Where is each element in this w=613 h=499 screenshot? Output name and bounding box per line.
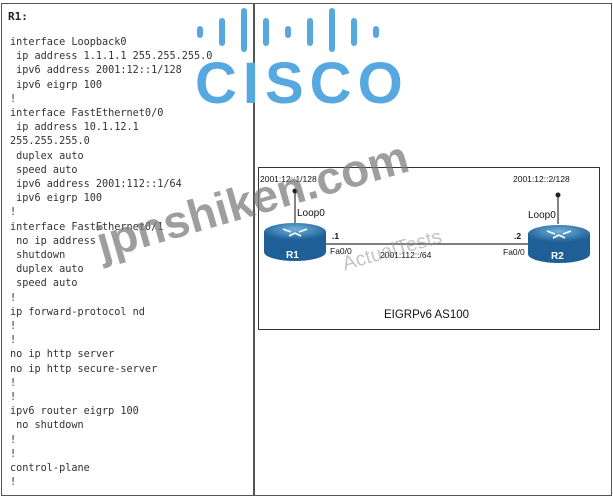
r2-router-icon (528, 225, 590, 263)
r1-interface-label: Fa0/0 (330, 246, 352, 256)
r1-loopback-address: 2001:12::1/128 (260, 174, 317, 184)
config-line: ! (10, 93, 17, 105)
config-line: ! (10, 434, 17, 446)
config-title: R1: (8, 10, 28, 23)
config-line: no ip http server (10, 349, 115, 361)
cisco-logo-text: CISCO (195, 51, 409, 116)
config-line: control-plane (10, 463, 90, 475)
config-line: ip forward-protocol nd (10, 306, 145, 318)
config-line: ipv6 address 2001:112::1/64 (10, 179, 182, 191)
config-line: ip address 1.1.1.1 255.255.255.0 (10, 51, 213, 63)
config-line: ip address 10.1.12.1 (10, 122, 139, 134)
r2-loopback-dot (555, 192, 561, 198)
config-line: ! (10, 292, 17, 304)
config-line: ipv6 eigrp 100 (10, 79, 103, 91)
r2-interface-label: Fa0/0 (503, 247, 525, 257)
config-line: ! (10, 207, 17, 219)
r2-router-label: R2 (551, 251, 564, 262)
r1-loopback-dot (292, 188, 298, 194)
config-panel: R1: interface Loopback0 ip address 1.1.1… (1, 3, 254, 496)
r2-loopback-label: Loop0 (528, 210, 556, 221)
config-line: shutdown (10, 250, 66, 262)
r2-loopback-address: 2001:12::2/128 (513, 174, 570, 184)
config-listing: interface Loopback0 ip address 1.1.1.1 2… (10, 36, 212, 491)
config-line: duplex auto (10, 264, 84, 276)
config-line: speed auto (10, 278, 78, 290)
r1-router-label: R1 (286, 250, 299, 261)
config-line: no ip address (10, 235, 96, 247)
config-line: ! (10, 377, 17, 389)
cisco-logo: CISCO (195, 6, 405, 116)
config-line: ! (10, 477, 17, 489)
config-line: ipv6 address 2001:12::1/128 (10, 65, 182, 77)
config-line: ipv6 router eigrp 100 (10, 406, 139, 418)
config-line: interface FastEthernet0/0 (10, 108, 164, 120)
config-line: interface FastEthernet0/1 (10, 221, 164, 233)
config-line: no shutdown (10, 420, 84, 432)
r2-host-octet: .2 (514, 231, 522, 241)
config-line: ipv6 eigrp 100 (10, 193, 103, 205)
config-line: speed auto (10, 164, 78, 176)
config-line: ! (10, 448, 17, 460)
config-line: no ip http secure-server (10, 363, 158, 375)
r1-host-octet: .1 (332, 231, 340, 241)
cisco-bars-icon (197, 8, 379, 52)
topology-caption: EIGRPv6 AS100 (384, 309, 470, 321)
r1-router-icon (264, 223, 326, 261)
config-line: 255.255.255.0 (10, 136, 90, 148)
r1-loopback-label: Loop0 (297, 208, 325, 219)
config-line: interface Loopback0 (10, 37, 127, 48)
topology-diagram (258, 167, 600, 330)
config-line: ! (10, 321, 17, 333)
config-line: ! (10, 392, 17, 404)
config-line: duplex auto (10, 150, 84, 162)
config-line: ! (10, 335, 17, 347)
link-network-label: 2001:112::/64 (380, 250, 432, 260)
